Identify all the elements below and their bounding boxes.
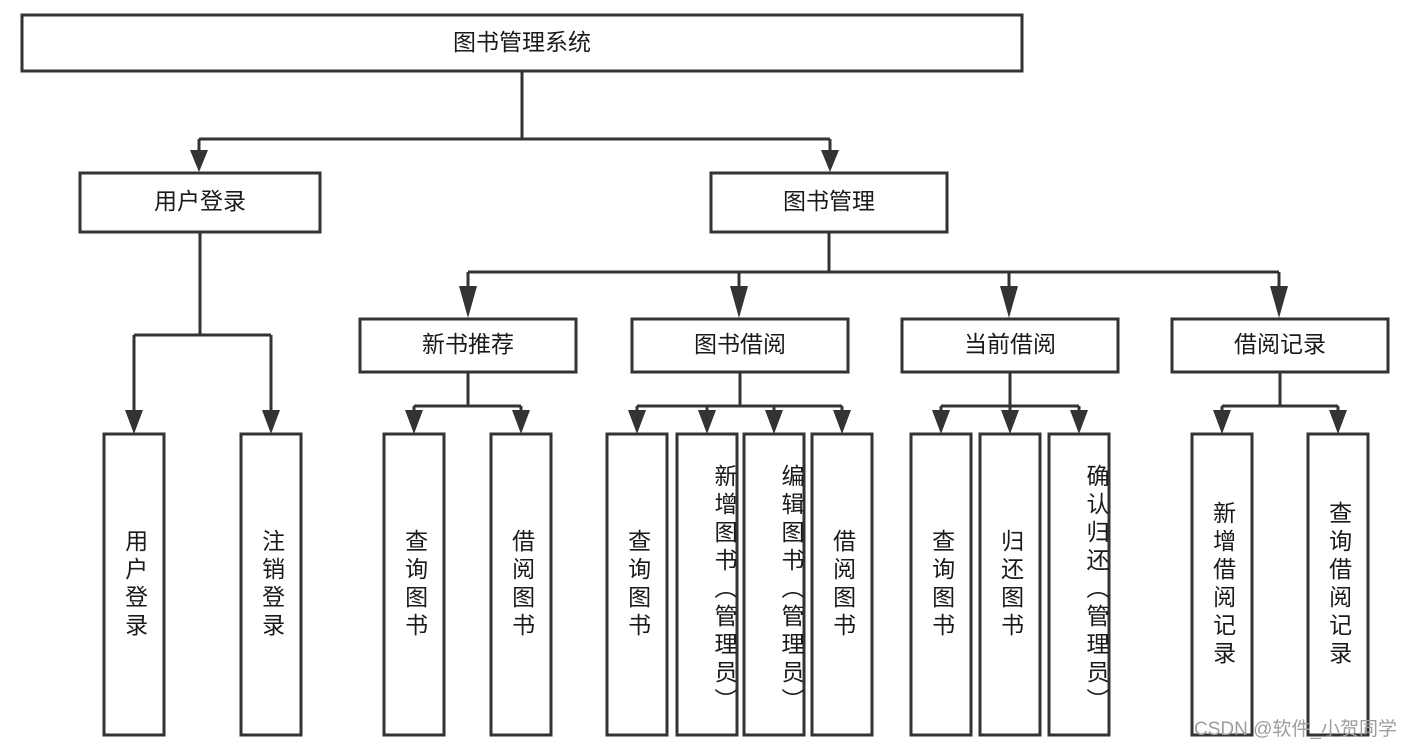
arrow-borrow-records: [1270, 286, 1288, 318]
leaf-borrow-records-1-rect[interactable]: [1190, 432, 1254, 737]
node-new-book-recommend-label: 新书推荐: [422, 331, 514, 357]
node-borrow-records-rect: [1170, 317, 1390, 374]
arrow-current-borrow: [1000, 286, 1018, 318]
arrow-leaf-cb-1: [932, 410, 950, 434]
node-user-login-label: 用户登录: [154, 188, 246, 214]
arrow-leaf-user-login-1: [125, 410, 143, 434]
node-root-label: 图书管理系统: [453, 29, 591, 55]
leaf-book-borrow-4-rect[interactable]: [810, 432, 874, 737]
leaf-borrow-records-2-rect[interactable]: [1306, 432, 1370, 737]
node-book-borrow-rect: [630, 317, 850, 374]
node-root[interactable]: 图书管理系统: [20, 13, 1024, 73]
node-book-borrow[interactable]: 图书借阅: [630, 317, 850, 374]
arrow-leaf-cb-3: [1070, 410, 1088, 434]
arrow-book-manage: [821, 150, 839, 172]
leaf-book-borrow-3-rect[interactable]: [742, 432, 806, 737]
arrow-leaf-nb-1: [405, 410, 423, 434]
node-book-manage-label: 图书管理: [783, 188, 875, 214]
arrow-leaf-bb-4: [833, 410, 851, 434]
leaf-new-book-2-rect[interactable]: [489, 432, 553, 737]
leaf-user-login-2-rect[interactable]: [239, 432, 303, 737]
leaf-user-login-1-rect[interactable]: [102, 432, 166, 737]
node-book-manage[interactable]: 图书管理: [709, 171, 949, 234]
arrow-leaf-bb-2: [698, 410, 716, 434]
leaf-book-borrow-2-rect[interactable]: [675, 432, 739, 737]
arrow-user-login: [190, 150, 208, 172]
leaf-new-book-1-rect[interactable]: [382, 432, 446, 737]
arrow-leaf-br-1: [1213, 410, 1231, 434]
arrow-book-borrow: [730, 286, 748, 318]
arrow-leaf-br-2: [1329, 410, 1347, 434]
watermark-text: CSDN @软件_小贺同学: [1194, 719, 1397, 740]
arrow-leaf-cb-2: [1001, 410, 1019, 434]
node-new-book-recommend[interactable]: 新书推荐: [358, 317, 578, 374]
node-current-borrow-label: 当前借阅: [964, 331, 1056, 357]
leaf-current-borrow-3-rect[interactable]: [1047, 432, 1111, 737]
node-book-manage-rect: [709, 171, 949, 234]
leaf-book-borrow-1-rect[interactable]: [605, 432, 669, 737]
node-book-borrow-label: 图书借阅: [694, 331, 786, 357]
node-current-borrow-rect: [900, 317, 1120, 374]
leaf-current-borrow-1-rect[interactable]: [909, 432, 973, 737]
node-borrow-records[interactable]: 借阅记录: [1170, 317, 1390, 374]
leaf-current-borrow-2-rect[interactable]: [978, 432, 1042, 737]
node-new-book-recommend-rect: [358, 317, 578, 374]
node-root-rect: [20, 13, 1024, 73]
arrow-leaf-nb-2: [512, 410, 530, 434]
arrow-leaf-user-login-2: [262, 410, 280, 434]
arrow-new-book: [459, 286, 477, 318]
node-user-login[interactable]: 用户登录: [78, 171, 322, 234]
arrow-leaf-bb-1: [628, 410, 646, 434]
arrow-leaf-bb-3: [765, 410, 783, 434]
node-borrow-records-label: 借阅记录: [1234, 331, 1326, 357]
node-current-borrow[interactable]: 当前借阅: [900, 317, 1120, 374]
